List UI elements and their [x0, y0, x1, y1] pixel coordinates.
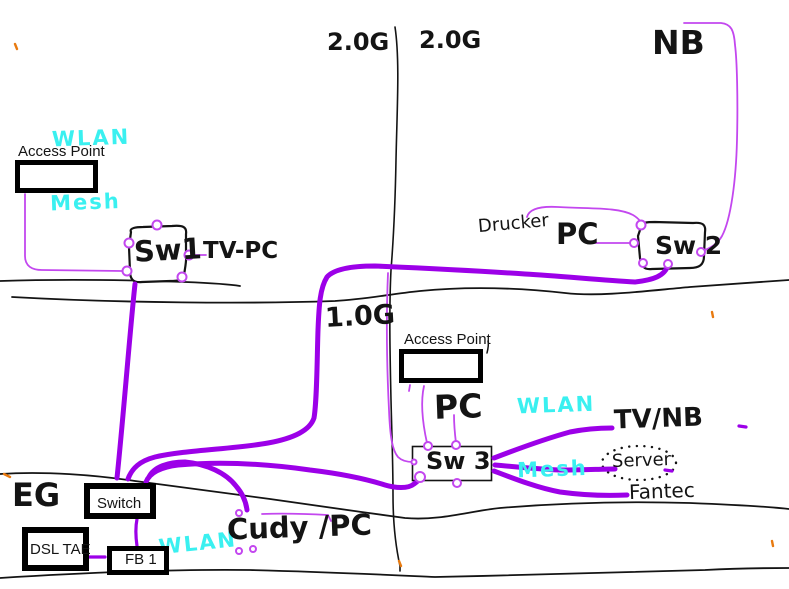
wlan-line2: Mesh [49, 189, 122, 216]
cable-cudy-bracket [261, 512, 332, 522]
orange-tick [397, 559, 403, 568]
fantec-label: Fantec [628, 477, 696, 505]
floor-line-2og-left [0, 279, 241, 287]
orange-tick [710, 310, 715, 319]
dsl-tae-label: DSL TAE [30, 541, 91, 558]
floor-line-1og-eg [0, 472, 789, 520]
cable-switch-to-sw3 [143, 460, 424, 490]
cable-accesspoint2-stub [408, 384, 411, 392]
floor-label-1og: 1.0G [324, 299, 396, 334]
cable-sw3-to-server [492, 462, 618, 473]
cable-drucker-to-sw2 [526, 205, 642, 224]
wlan-mesh-note-middle: WLAN Mesh [515, 351, 599, 525]
wlan-line1: WLAN [516, 391, 596, 419]
cable-sw1-to-switch [114, 281, 138, 481]
sw1-label: Sw1 [133, 231, 203, 269]
tv-pc-label: TV-PC [203, 238, 279, 264]
sw1-ports [121, 219, 195, 283]
cable-speck [663, 468, 674, 473]
sw3-label: Sw 3 [426, 447, 491, 475]
pc-upper-label: PC [556, 217, 599, 251]
floor-label-eg: EG [12, 476, 61, 514]
switch-box: Switch [84, 483, 156, 519]
server-label: Server [611, 448, 672, 473]
sw2-label: Sw 2 [655, 231, 723, 260]
floor-label-2og-right: 2.0G [419, 26, 482, 54]
cable-sw2-to-nb [683, 22, 739, 252]
wlan-line2: Mesh [516, 455, 589, 483]
nb-label: NB [652, 23, 705, 62]
cable-speck [737, 424, 748, 429]
ink-apostrophe-mark [486, 340, 490, 354]
tv-nb-label: TV/NB [613, 402, 704, 436]
switch-label: Switch [97, 495, 142, 512]
cable-accesspoint2-to-sw3 [421, 385, 428, 444]
cable-sw3-to-fantec [491, 468, 630, 498]
sw3-ports [410, 440, 462, 488]
cable-switch-to-fb1 [134, 517, 139, 548]
floor-line-2og-1og [11, 279, 789, 304]
dsl-tae-box: DSL TAE [22, 527, 91, 571]
fb1-box: FB 1 [107, 546, 169, 575]
cable-sw3-to-tv-nb [491, 425, 615, 461]
wlan-line1: WLAN [157, 526, 238, 560]
access-point-1-box [15, 160, 98, 193]
access-point-2-label: Access Point [404, 331, 491, 348]
access-point-1-label: Access Point [18, 143, 105, 160]
fb1-label: FB 1 [125, 551, 157, 568]
orange-tick [2, 472, 12, 479]
cable-switch-to-sw2-backbone [125, 262, 671, 482]
sw2-ports [629, 219, 706, 269]
orange-tick [13, 42, 19, 51]
cable-backbone-to-sw3 [386, 272, 414, 463]
cudy-ports [235, 509, 257, 555]
cudy-pc-label: Cudy /PC [226, 507, 373, 547]
cable-switch-to-cudy-arc [146, 459, 250, 513]
floor-label-2og-left: 2.0G [327, 28, 390, 56]
access-point-2-box [399, 349, 483, 383]
server-dotted-outline [600, 444, 678, 482]
wall-vertical-line [389, 26, 401, 572]
sw1-box [127, 224, 188, 284]
cable-accesspoint1-to-sw1 [24, 193, 123, 272]
orange-tick [770, 539, 775, 548]
pc-middle-label: PC [433, 386, 484, 427]
